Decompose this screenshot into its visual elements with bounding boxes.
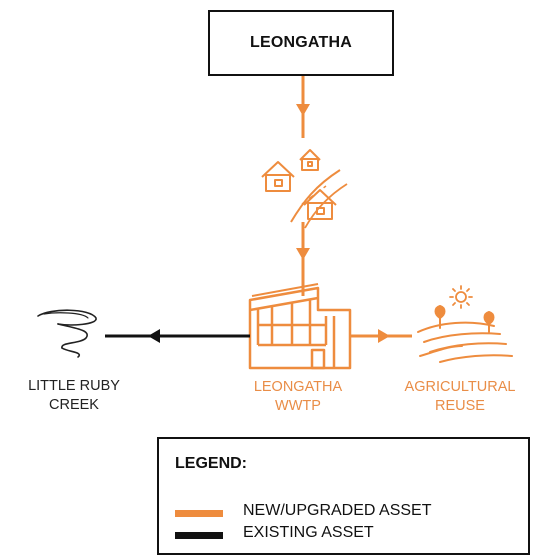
legend-title: LEGEND: <box>175 455 247 472</box>
agri-label-line2: REUSE <box>435 398 485 414</box>
legend-label-new: NEW/UPGRADED ASSET <box>243 502 432 519</box>
creek-label: LITTLE RUBY CREEK <box>4 377 144 415</box>
wwtp-label-line2: WWTP <box>275 398 321 414</box>
sun-icon <box>449 285 473 309</box>
creek-label-line2: CREEK <box>49 397 99 413</box>
legend: LEGEND: NEW/UPGRADED ASSET EXISTING ASSE… <box>157 437 530 555</box>
leongatha-label: LEONGATHA <box>250 34 352 51</box>
pipe-wwtp-to-agri <box>350 329 412 343</box>
wwtp-label-line1: LEONGATHA <box>253 379 343 395</box>
pipe-houses-to-wwtp <box>296 222 310 296</box>
agri-label: AGRICULTURAL REUSE <box>390 378 530 416</box>
creek-swirl-icon <box>37 309 97 358</box>
legend-swatch-existing <box>175 532 223 539</box>
farm-field-icon <box>417 304 513 363</box>
wwtp-label: LEONGATHA WWTP <box>228 378 368 416</box>
houses-road-icon <box>261 149 348 229</box>
creek-label-line1: LITTLE RUBY <box>28 378 120 394</box>
pipe-leongatha-to-houses <box>296 76 310 138</box>
legend-swatch-new <box>175 510 223 517</box>
agri-label-line1: AGRICULTURAL <box>404 379 516 395</box>
pipe-wwtp-to-creek <box>105 329 250 343</box>
leongatha-node: LEONGATHA <box>208 10 394 76</box>
legend-label-existing: EXISTING ASSET <box>243 524 374 541</box>
treatment-plant-icon <box>248 283 352 370</box>
